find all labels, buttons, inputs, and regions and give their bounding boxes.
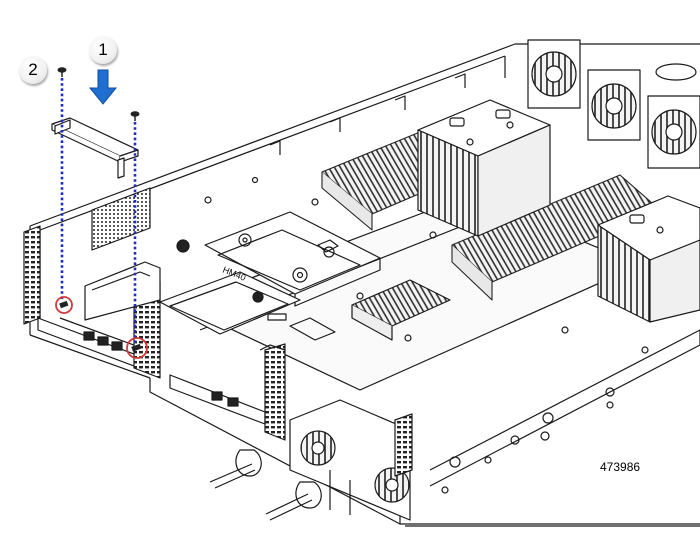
psu-handle-1 <box>209 449 262 489</box>
callout-step-2: 2 <box>19 56 47 84</box>
callout-step-1: 1 <box>89 36 117 64</box>
power-supply-units <box>289 399 413 521</box>
side-vent-grille <box>91 187 151 251</box>
blank-filler-bracket <box>51 117 139 179</box>
highlight-rings <box>55 296 148 359</box>
chassis-right-rail <box>429 329 700 487</box>
chipset-heatsink <box>351 279 451 341</box>
screw-hole-highlight-2 <box>126 337 148 359</box>
screw-icons <box>57 67 140 121</box>
callout-label: 2 <box>28 60 38 79</box>
figure-id: 473986 <box>600 460 641 474</box>
chassis-side-wall <box>149 378 700 525</box>
psu-handle-2 <box>265 481 322 521</box>
callout-label: 1 <box>98 40 108 59</box>
cpu-heatsink-2 <box>597 195 700 323</box>
dotted-guide-lines <box>60 78 137 346</box>
install-direction-arrow-icon <box>88 69 118 105</box>
cpu-heatsink-1 <box>417 99 551 237</box>
screw-hole-highlight-1 <box>55 296 73 314</box>
